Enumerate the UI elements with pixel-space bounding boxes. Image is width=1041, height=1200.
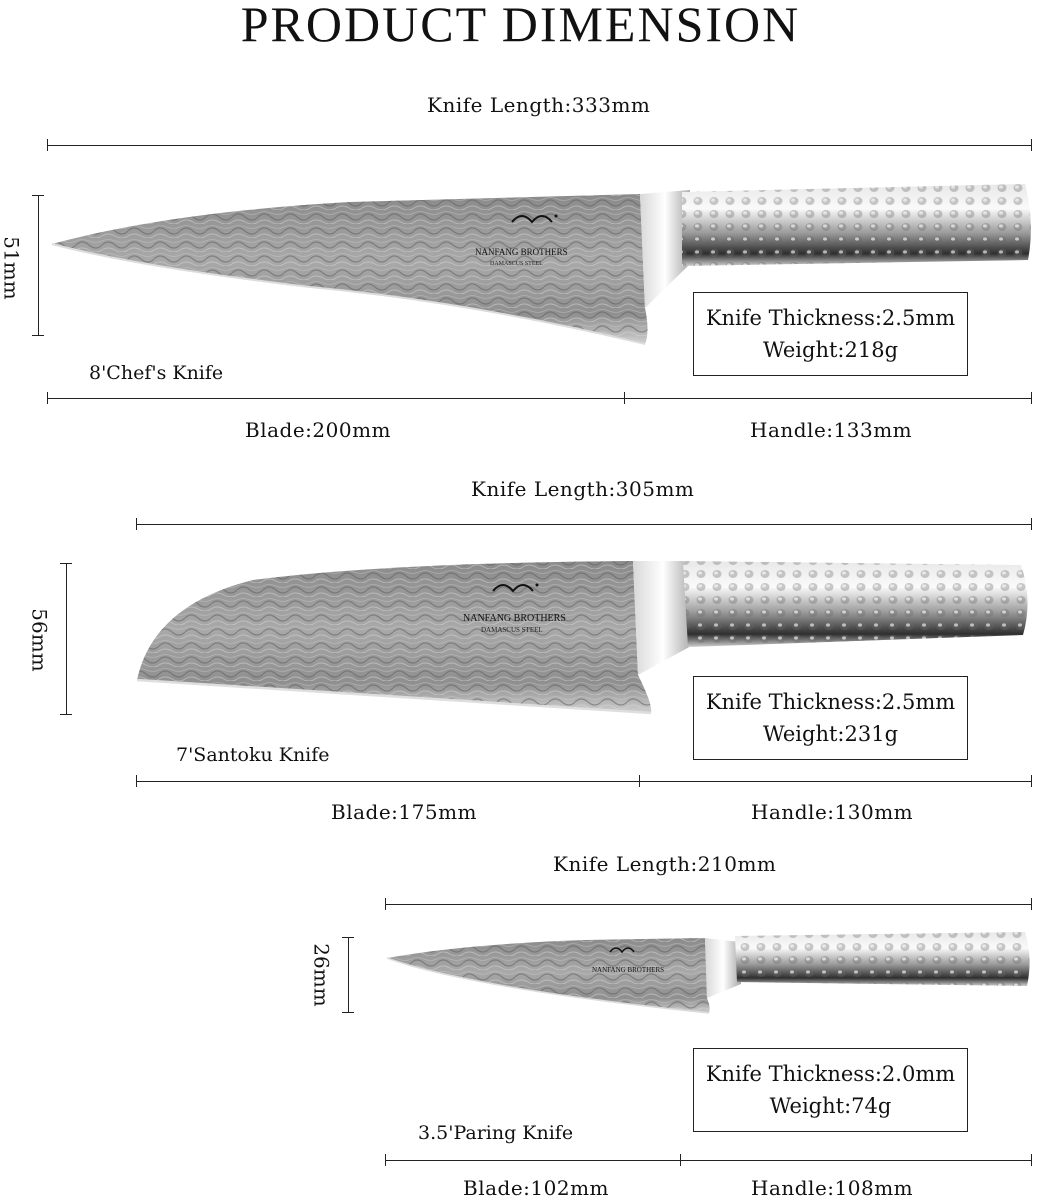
brand-subtext: DAMASCUS STEEL [490, 261, 543, 267]
dimension-tick [342, 1012, 354, 1013]
knife-length-label: Knife Length:210mm [553, 852, 777, 876]
dimension-tick [385, 1154, 386, 1166]
knife-name: 7'Santoku Knife [176, 744, 330, 766]
dimension-tick [32, 195, 44, 196]
dimension-tick [136, 518, 137, 530]
knife-height-label: 26mm [309, 943, 334, 1007]
blade-handle-dimension-line [137, 781, 1032, 782]
length-dimension-line [386, 904, 1032, 905]
weight-label: Weight:231g [762, 722, 899, 746]
length-dimension-line [48, 145, 1032, 146]
height-dimension-line [348, 937, 349, 1013]
blade-length-label: Blade:175mm [331, 800, 477, 824]
brand-logo-icon [511, 214, 558, 224]
brand-text: NANFANG BROTHERS [592, 966, 664, 974]
brand-logo-icon [492, 583, 539, 593]
knife-length-label: Knife Length:305mm [471, 477, 695, 501]
length-dimension-line [137, 524, 1032, 525]
blade-length-label: Blade:200mm [245, 418, 391, 442]
paring-knife-image: NANFANG BROTHERS [386, 932, 1030, 1014]
weight-label: Weight:74g [769, 1094, 892, 1118]
dimension-tick [1031, 1154, 1032, 1166]
height-dimension-line [66, 563, 67, 715]
dimension-tick [624, 392, 625, 404]
dimension-tick [32, 335, 44, 336]
spec-box: Knife Thickness:2.0mm Weight:74g [693, 1048, 968, 1132]
dimension-tick [342, 937, 354, 938]
dimension-tick [1031, 898, 1032, 910]
blade-handle-dimension-line [48, 398, 1032, 399]
thickness-label: Knife Thickness:2.5mm [705, 306, 956, 330]
blade-length-label: Blade:102mm [463, 1176, 609, 1200]
knife-name: 3.5'Paring Knife [418, 1122, 574, 1144]
thickness-label: Knife Thickness:2.5mm [705, 690, 956, 714]
brand-subtext: DAMASCUS STEEL [481, 626, 543, 634]
handle-length-label: Handle:133mm [750, 418, 913, 442]
chef-knife-image: NANFANG BROTHERS DAMASCUS STEEL [51, 184, 1031, 345]
dimension-tick [60, 563, 72, 564]
knife-height-label: 56mm [27, 608, 52, 672]
handle-length-label: Handle:108mm [751, 1176, 914, 1200]
dimension-tick [47, 392, 48, 404]
spec-box: Knife Thickness:2.5mm Weight:218g [693, 292, 968, 376]
page-title: PRODUCT DIMENSION [240, 0, 801, 52]
handle-length-label: Handle:130mm [751, 800, 914, 824]
brand-text: NANFANG BROTHERS [475, 247, 568, 257]
dimension-tick [47, 139, 48, 151]
weight-label: Weight:218g [762, 338, 899, 362]
knife-height-label: 51mm [0, 236, 24, 300]
knife-name: 8'Chef's Knife [89, 362, 224, 384]
dimension-tick [136, 775, 137, 787]
brand-text: NANFANG BROTHERS [463, 613, 566, 624]
spec-box: Knife Thickness:2.5mm Weight:231g [693, 676, 968, 760]
dimension-tick [1031, 392, 1032, 404]
height-dimension-line [38, 195, 39, 336]
knife-length-label: Knife Length:333mm [427, 93, 651, 117]
dimension-tick [1031, 518, 1032, 530]
dimension-tick [385, 898, 386, 910]
dimension-tick [1031, 775, 1032, 787]
dimension-tick [639, 775, 640, 787]
dimension-tick [60, 714, 72, 715]
dimension-tick [1031, 139, 1032, 151]
brand-logo-icon [609, 947, 635, 954]
thickness-label: Knife Thickness:2.0mm [705, 1062, 956, 1086]
blade-handle-dimension-line [386, 1160, 1032, 1161]
santoku-knife-image: NANFANG BROTHERS DAMASCUS STEEL [136, 561, 1028, 715]
dimension-tick [680, 1154, 681, 1166]
